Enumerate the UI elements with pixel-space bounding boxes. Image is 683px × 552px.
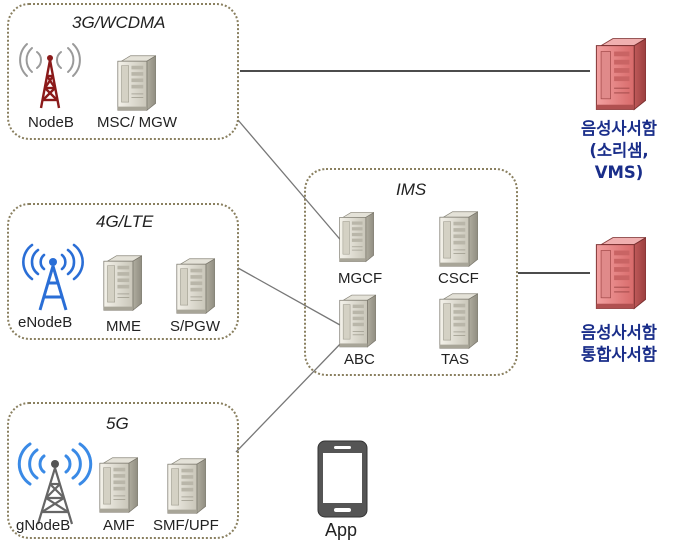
antenna-enodeb-icon <box>22 243 84 311</box>
group-ims <box>304 168 518 376</box>
node-label-enodeb: eNodeB <box>18 314 73 331</box>
group-title-ims: IMS <box>396 180 427 199</box>
voicemail-server-icon <box>595 37 646 111</box>
app-label: App <box>325 520 358 540</box>
antenna-nodeb-icon <box>19 43 81 109</box>
node-label-smf-upf: SMF/UPF <box>153 517 219 534</box>
unified-label-line1: 음성사서함 <box>581 323 657 342</box>
antenna-gnodeb-icon <box>17 442 93 525</box>
link-wcdma-mgcf <box>237 119 345 245</box>
link-lte-abc <box>237 267 341 326</box>
voicemail-label: 음성사서함 (소리샘, VMS) <box>564 118 674 184</box>
group-lte <box>7 203 239 340</box>
unified-mailbox-label: 음성사서함 통합사서함 <box>564 322 674 366</box>
node-label-spgw: S/PGW <box>170 318 221 335</box>
voicemail-label-line3: VMS) <box>594 163 644 182</box>
group-5g <box>7 402 239 539</box>
node-label-cscf: CSCF <box>438 270 479 287</box>
group-title-lte: 4G/LTE <box>96 212 154 231</box>
node-label-gnodeb: gNodeB <box>16 517 71 534</box>
node-label-amf: AMF <box>103 517 135 534</box>
node-label-nodeb: NodeB <box>28 114 74 131</box>
node-label-tas: TAS <box>441 351 470 368</box>
node-label-abc: ABC <box>344 351 375 368</box>
smartphone-icon <box>317 440 368 518</box>
node-label-mgcf: MGCF <box>338 270 383 287</box>
unified-mailbox-server-icon <box>595 236 646 310</box>
node-label-msc-mgw: MSC/ MGW <box>97 114 177 131</box>
voicemail-label-line1: 음성사서함 <box>581 119 657 138</box>
group-title-5g: 5G <box>106 414 129 433</box>
group-wcdma <box>7 3 239 140</box>
unified-label-line2: 통합사서함 <box>581 345 657 364</box>
link-5g-abc <box>235 339 345 453</box>
node-label-mme: MME <box>106 318 141 335</box>
voicemail-label-line2: (소리샘, <box>589 141 649 160</box>
group-title-wcdma: 3G/WCDMA <box>72 13 166 32</box>
